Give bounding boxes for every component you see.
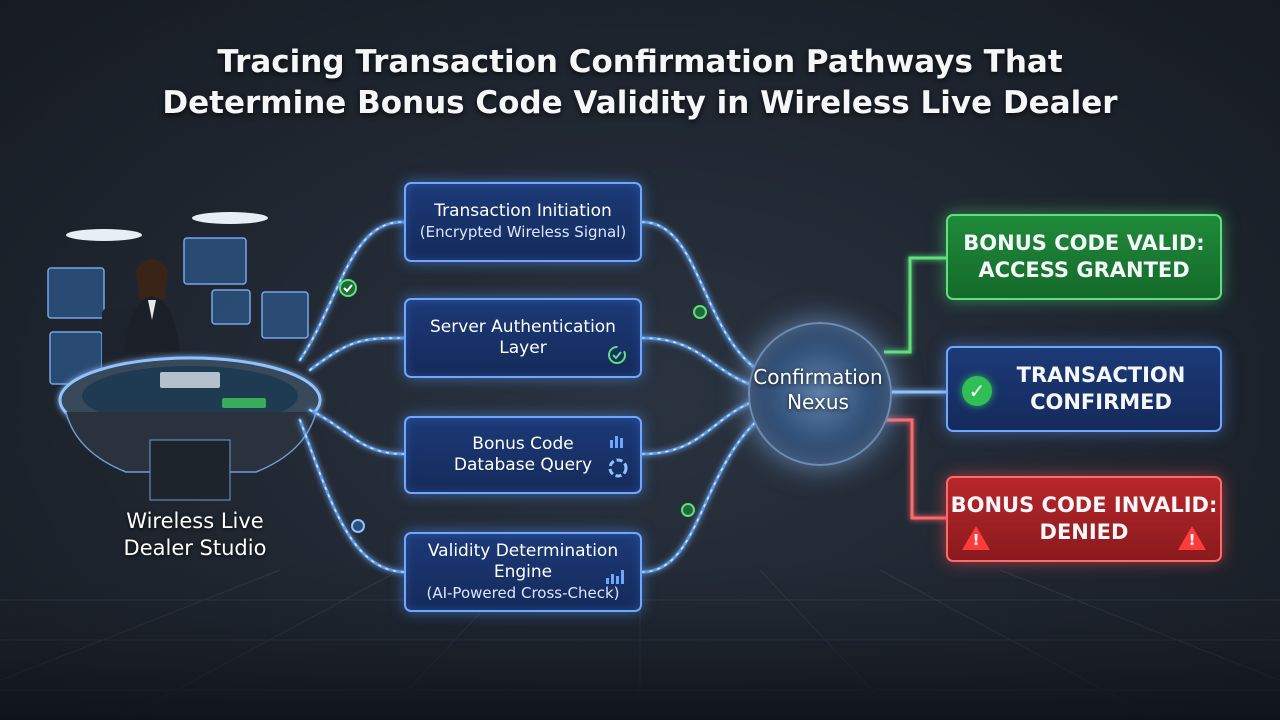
studio-label-line-1: Wireless Live [126,509,264,533]
title-line-1: Tracing Transaction Confirmation Pathway… [217,44,1063,80]
nexus-line-2: Nexus [787,390,849,414]
outcome-transaction-confirmed: TRANSACTION CONFIRMED [946,346,1222,432]
step-2-title: Server Authentication [430,317,616,337]
step-validity-engine: Validity Determination Engine (AI-Powere… [404,532,642,612]
step-4-subtitle: (AI-Powered Cross-Check) [426,583,620,602]
check-icon: ✓ [962,376,992,406]
step-3-title: Bonus Code [472,434,574,454]
database-icon [608,436,628,478]
outcome-invalid-line-1: BONUS CODE INVALID: [950,493,1218,517]
confirmation-nexus-label: Confirmation Nexus [738,365,898,415]
step-3-title-line-2: Database Query [453,455,593,475]
bar-chart-icon [606,570,624,584]
step-server-authentication: Server Authentication Layer [404,298,642,378]
step-4-title: Validity Determination [427,540,619,561]
outcome-bonus-valid: BONUS CODE VALID: ACCESS GRANTED [946,214,1222,300]
outcome-valid-line-2: ACCESS GRANTED [978,258,1190,282]
input-pathways [298,220,406,574]
path-checkpoints [339,279,707,533]
step-2-title-line-2: Layer [499,338,547,358]
step-4-title-line-2: Engine [493,561,553,582]
refresh-check-icon [608,346,626,364]
warning-icon-right: ! [1178,526,1206,550]
outcome-connectors [884,256,946,520]
step-bonus-code-query: Bonus Code Database Query [404,416,642,494]
step-transaction-initiation: Transaction Initiation (Encrypted Wirele… [404,182,642,262]
studio-label: Wireless Live Dealer Studio [95,508,295,562]
ceiling-lights [66,212,268,241]
step-1-subtitle: (Encrypted Wireless Signal) [419,223,627,241]
outcome-invalid-line-2: DENIED [1039,520,1129,544]
step-1-title: Transaction Initiation [434,201,612,221]
page-title: Tracing Transaction Confirmation Pathway… [0,42,1280,124]
outcome-bonus-invalid: BONUS CODE INVALID: DENIED [946,476,1222,562]
warning-icon-left: ! [962,526,990,550]
confirmation-nexus-orb [748,322,892,466]
nexus-line-1: Confirmation [753,365,883,389]
title-line-2: Determine Bonus Code Validity in Wireles… [162,85,1118,121]
outcome-confirmed-line-1: TRANSACTION [1016,363,1186,387]
outcome-valid-line-1: BONUS CODE VALID: [963,231,1205,255]
dealer-studio-illustration [47,237,322,501]
outcome-confirmed-line-2: CONFIRMED [1030,390,1172,414]
studio-label-line-2: Dealer Studio [123,536,267,560]
nexus-pathways [640,220,764,574]
